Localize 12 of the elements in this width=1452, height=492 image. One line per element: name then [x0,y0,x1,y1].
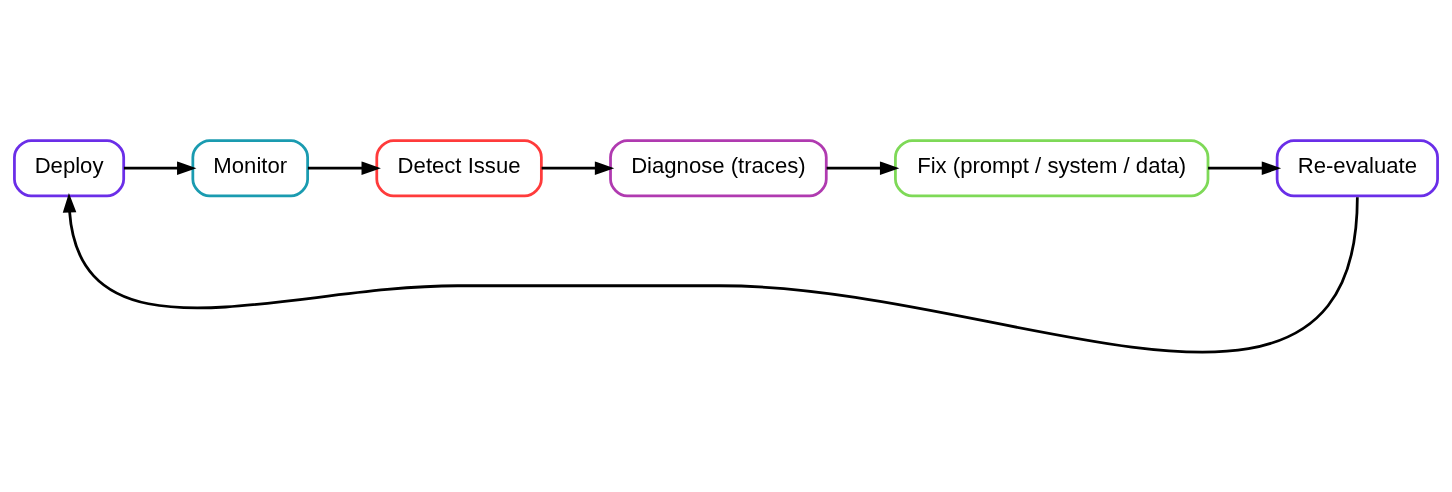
arrow [1208,160,1282,175]
arrow [62,192,1359,353]
node-box: Detect Issue [375,138,543,197]
node-box: Re-evaluate [1275,138,1439,197]
node-box: Monitor [191,138,309,197]
arrow [541,160,615,175]
arrow [826,160,900,175]
node-box: Fix (prompt / system / data) [894,138,1210,197]
arrow [123,160,197,175]
arrow [307,160,381,175]
node-box: Deploy [13,138,126,197]
node-box: Diagnose (traces) [609,138,828,197]
